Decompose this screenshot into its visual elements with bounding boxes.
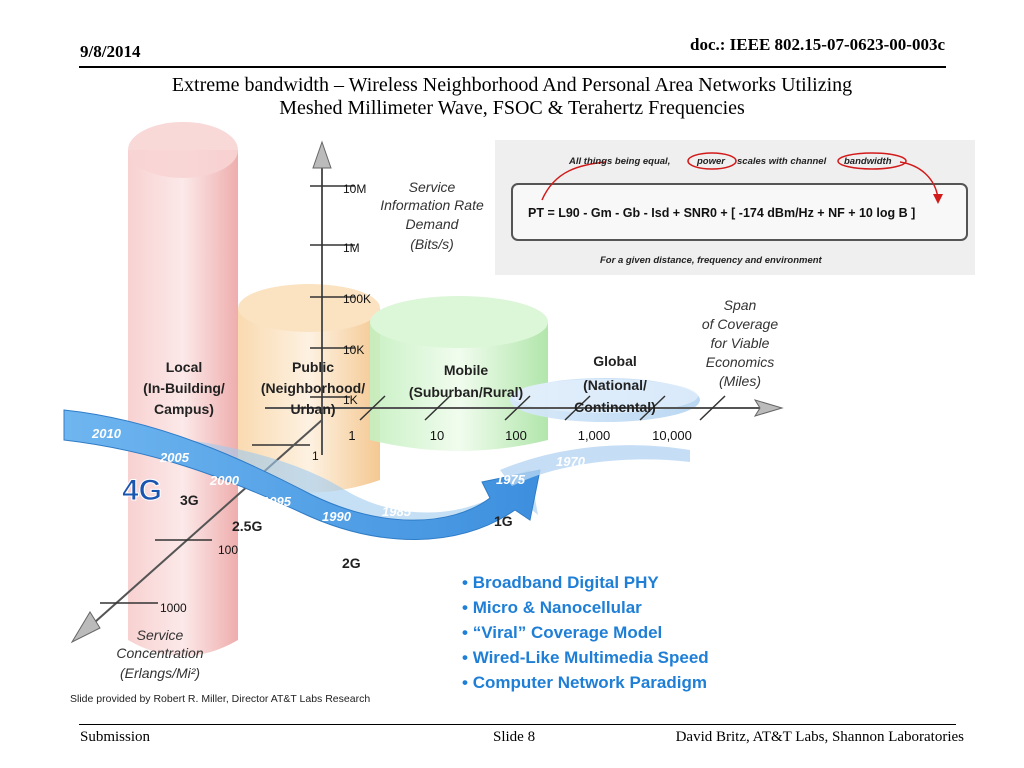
year-label: 1970: [556, 454, 586, 469]
bullet-item: • Broadband Digital PHY: [462, 573, 659, 592]
year-label: 2010: [91, 426, 122, 441]
depth-axis: [70, 419, 323, 644]
year-label: 2005: [159, 450, 190, 465]
generation-labels: 4G 3G 2.5G 2G 1G: [122, 474, 513, 572]
svg-text:Service: Service: [137, 627, 184, 643]
depth-axis-label: Service Concentration (Erlangs/Mi²): [116, 627, 203, 681]
horizontal-axis: [265, 395, 784, 421]
year-label: 1985: [382, 504, 412, 519]
bullet-item: • Computer Network Paradigm: [462, 673, 707, 692]
gen-1g-label: 1G: [494, 513, 513, 529]
vtick: 1M: [343, 241, 360, 255]
year-label: 1975: [496, 472, 526, 487]
htick: 10,000: [652, 428, 692, 443]
footer-right: David Britz, AT&T Labs, Shannon Laborato…: [675, 729, 964, 745]
year-label: 1995: [262, 494, 292, 509]
vtick: 10K: [343, 343, 364, 357]
htick: 1,000: [578, 428, 611, 443]
svg-text:Demand: Demand: [406, 216, 460, 232]
dtick: 1000: [160, 601, 187, 615]
year-labels: 2010 2005 2000 1995 1990 1985 1980 1975 …: [91, 426, 586, 524]
bullet-item: • Wired-Like Multimedia Speed: [462, 648, 709, 667]
equation-top-note: All things being equal, power scales wit…: [568, 156, 892, 167]
year-label: 2000: [209, 473, 240, 488]
svg-text:power: power: [696, 156, 726, 167]
bullet-item: • “Viral” Coverage Model: [462, 623, 662, 642]
year-label: 1990: [322, 509, 352, 524]
gen-4g-label: 4G: [122, 474, 162, 507]
svg-text:(Suburban/Rural): (Suburban/Rural): [409, 384, 523, 400]
vertical-axis: [252, 140, 355, 455]
equation-panel: [495, 140, 975, 275]
htick: 1: [348, 428, 355, 443]
region-public-label: Public: [292, 359, 334, 375]
svg-text:All things being equal,: All things being equal,: [568, 156, 670, 167]
vertical-axis-label: Service Information Rate Demand (Bits/s): [380, 179, 484, 252]
evolution-arrow: [63, 409, 690, 540]
header-doc-id: doc.: IEEE 802.15-07-0623-00-003c: [690, 35, 945, 54]
svg-text:Economics: Economics: [706, 354, 774, 370]
equation-formula: PT = L90 - Gm - Gb - Isd + SNR0 + [ -174…: [528, 206, 915, 220]
svg-text:(National/: (National/: [583, 377, 647, 393]
slide-credit: Slide provided by Robert R. Miller, Dire…: [70, 693, 370, 705]
svg-text:scales with channel: scales with channel: [737, 156, 827, 167]
region-local-label: Local: [166, 359, 203, 375]
svg-text:(Bits/s): (Bits/s): [410, 236, 454, 252]
gen-2g-label: 2G: [342, 555, 361, 571]
gen-3g-label: 3G: [180, 492, 199, 508]
dtick: 100: [218, 543, 238, 557]
title-line-2: Meshed Millimeter Wave, FSOC & Terahertz…: [279, 97, 745, 119]
svg-text:(Neighborhood/: (Neighborhood/: [261, 380, 365, 396]
vertical-ticks: 10M 1M 100K 10K 1K 1: [312, 182, 371, 463]
region-labels: Local (In-Building/ Campus) Public (Neig…: [143, 353, 656, 417]
year-label: 1980: [440, 488, 470, 503]
svg-text:Continental): Continental): [574, 399, 656, 415]
htick: 100: [505, 428, 527, 443]
svg-text:(In-Building/: (In-Building/: [143, 380, 225, 396]
svg-text:Span: Span: [724, 297, 757, 313]
region-global-label: Global: [593, 353, 637, 369]
header-date: 9/8/2014: [80, 42, 141, 61]
header-rule: [79, 66, 946, 68]
svg-text:(Miles): (Miles): [719, 373, 761, 389]
depth-ticks: 100 1000: [160, 543, 238, 615]
horizontal-ticks: 1 10 100 1,000 10,000: [348, 428, 692, 443]
region-global-shape: [510, 378, 700, 422]
vtick: 10M: [343, 182, 366, 196]
svg-text:for Viable: for Viable: [711, 335, 770, 351]
svg-text:bandwidth: bandwidth: [844, 156, 892, 167]
footer-rule: [79, 724, 956, 725]
svg-text:(Erlangs/Mi²): (Erlangs/Mi²): [120, 665, 200, 681]
horizontal-axis-label: Span of Coverage for Viable Economics (M…: [702, 297, 778, 389]
svg-text:Information Rate: Information Rate: [380, 197, 484, 213]
gen-25g-label: 2.5G: [232, 518, 262, 534]
bullet-item: • Micro & Nanocellular: [462, 598, 642, 617]
region-mobile-label: Mobile: [444, 362, 489, 378]
svg-text:of Coverage: of Coverage: [702, 316, 778, 332]
region-mobile-shape: [370, 296, 548, 451]
htick: 10: [430, 428, 444, 443]
svg-text:Concentration: Concentration: [116, 645, 203, 661]
footer-left: Submission: [80, 729, 151, 745]
equation-bottom-note: For a given distance, frequency and envi…: [600, 255, 823, 266]
bullet-list: • Broadband Digital PHY • Micro & Nanoce…: [462, 573, 709, 692]
title-line-1: Extreme bandwidth – Wireless Neighborhoo…: [171, 74, 853, 96]
svg-text:Urban): Urban): [290, 401, 335, 417]
footer-slide-number: Slide 8: [493, 729, 536, 745]
region-local-shape: [128, 122, 238, 656]
vtick: 1: [312, 449, 319, 463]
vtick: 100K: [343, 292, 371, 306]
region-public-shape: [238, 284, 380, 493]
svg-text:Service: Service: [409, 179, 456, 195]
vtick: 1K: [343, 393, 358, 407]
slide-title: Extreme bandwidth – Wireless Neighborhoo…: [60, 74, 964, 120]
svg-text:Campus): Campus): [154, 401, 214, 417]
